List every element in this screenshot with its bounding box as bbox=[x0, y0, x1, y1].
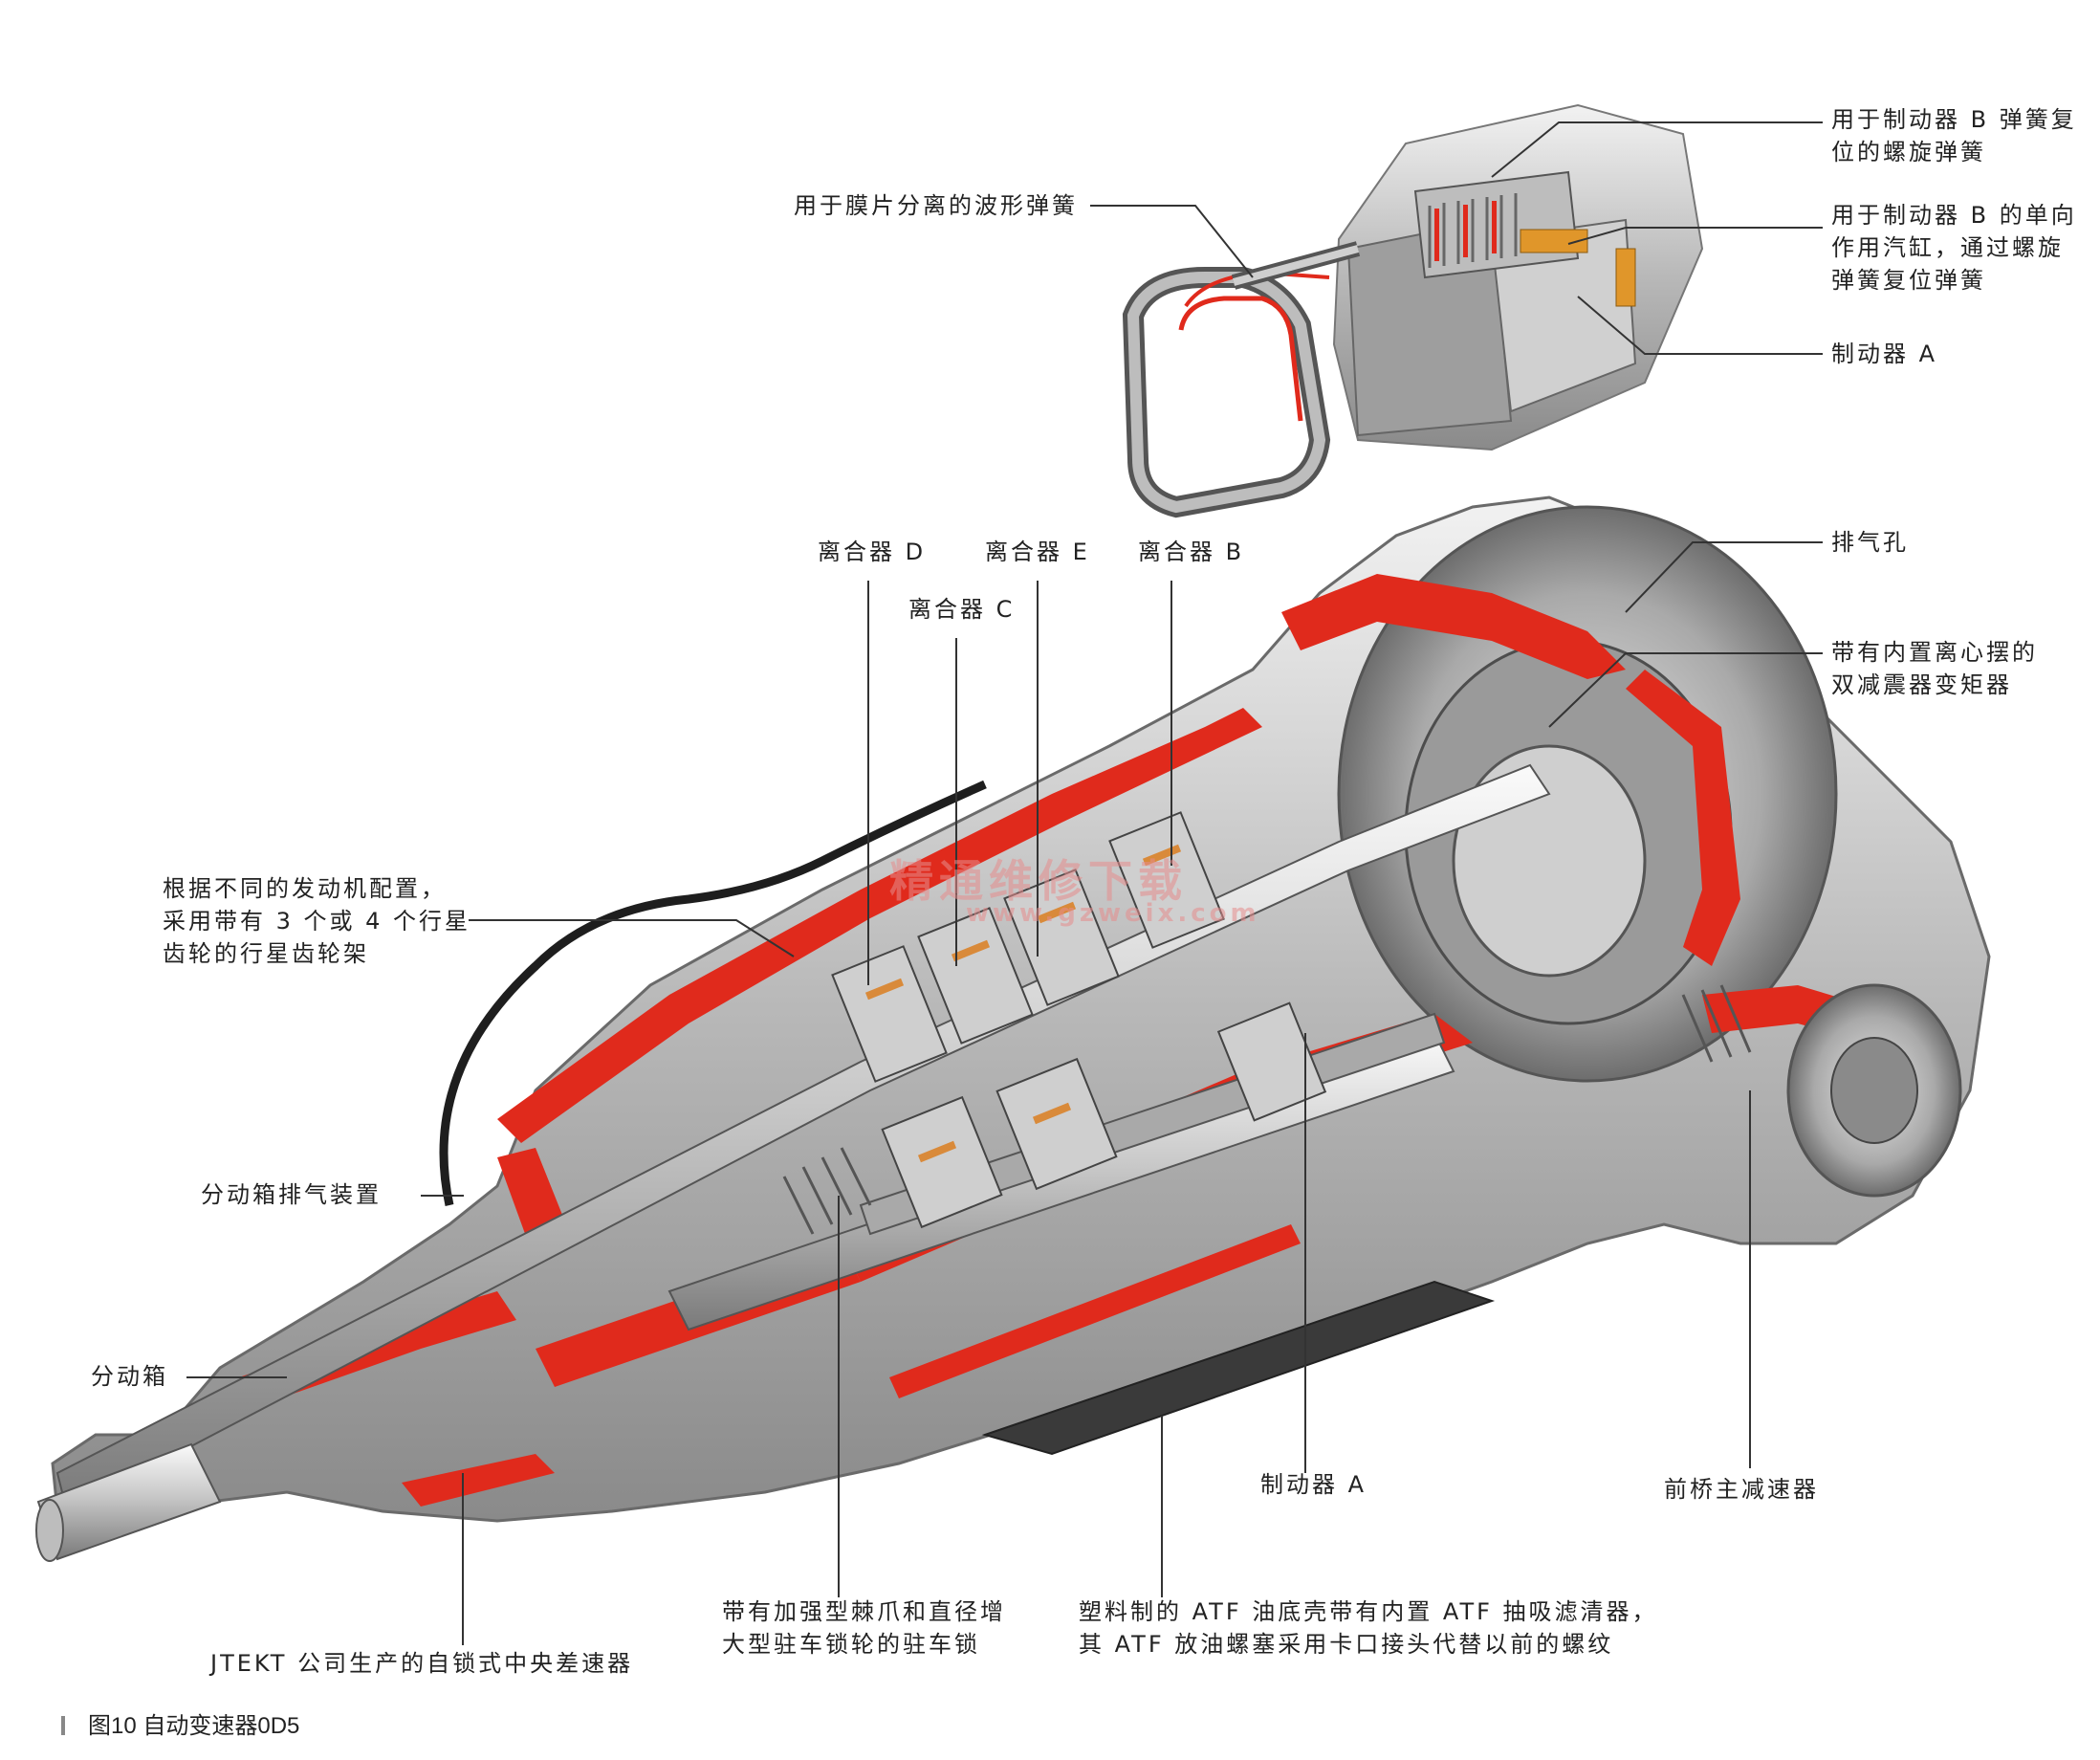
label-parking-lock: 带有加强型棘爪和直径增大型驻车锁轮的驻车锁 bbox=[722, 1598, 1006, 1658]
label-brake-a-top: 制动器 A bbox=[1831, 341, 1938, 367]
label-vent: 排气孔 bbox=[1831, 529, 1909, 556]
caption-text: 图10 自动变速器0D5 bbox=[88, 1713, 300, 1739]
transmission-body bbox=[35, 495, 1991, 1562]
label-clutch-c: 离合器 C bbox=[908, 596, 1016, 623]
figure-caption: 图10 自动变速器0D5 bbox=[61, 1706, 299, 1740]
inset-detail bbox=[1122, 103, 1704, 518]
caption-bar bbox=[61, 1716, 65, 1735]
label-brake-a-bottom: 制动器 A bbox=[1260, 1471, 1367, 1498]
label-atf-pan: 塑料制的 ATF 油底壳带有内置 ATF 抽吸滤清器，其 ATF 放油螺塞采用卡… bbox=[1079, 1598, 1658, 1658]
label-brake-b-spring: 用于制动器 B 弹簧复位的螺旋弹簧 bbox=[1831, 106, 2077, 165]
label-front-final-drive: 前桥主减速器 bbox=[1664, 1476, 1819, 1503]
label-clutch-d: 离合器 D bbox=[818, 539, 927, 565]
label-clutch-b: 离合器 B bbox=[1138, 539, 1245, 565]
leader-lines bbox=[186, 121, 1823, 1645]
label-transfer-case: 分动箱 bbox=[91, 1363, 168, 1390]
label-jtekt-diff: JTEKT 公司生产的自锁式中央差速器 bbox=[210, 1650, 634, 1677]
label-clutch-e: 离合器 E bbox=[985, 539, 1090, 565]
label-wave-spring: 用于膜片分离的波形弹簧 bbox=[794, 192, 1078, 219]
watermark-cn: 精通维修下载 bbox=[889, 855, 1188, 907]
label-brake-b-cylinder: 用于制动器 B 的单向作用汽缸，通过螺旋弹簧复位弹簧 bbox=[1831, 202, 2077, 294]
label-torque-converter: 带有内置离心摆的双减震器变矩器 bbox=[1831, 639, 2038, 698]
label-planet-carrier: 根据不同的发动机配置，采用带有 3 个或 4 个行星齿轮的行星齿轮架 bbox=[163, 875, 471, 967]
watermark-url: www.gzweix.com bbox=[966, 899, 1260, 928]
label-transfer-vent: 分动箱排气装置 bbox=[201, 1181, 382, 1208]
